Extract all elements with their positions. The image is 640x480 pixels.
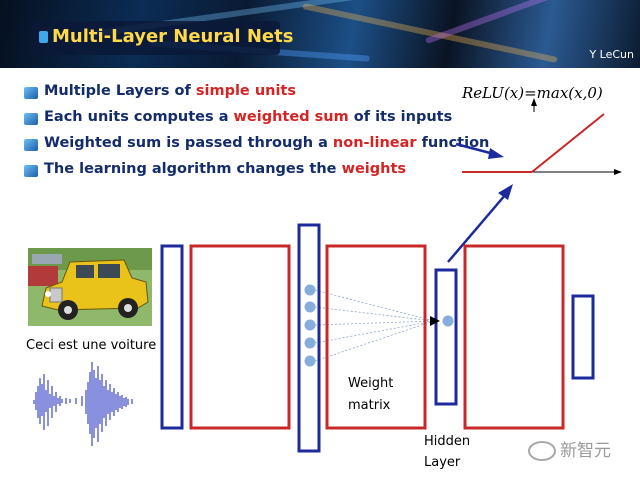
bullet-icon [24, 139, 38, 151]
audio-waveform [33, 362, 133, 446]
layer-output-blue [571, 294, 595, 380]
bullet-text-4: The learning algorithm changes the weigh… [44, 161, 406, 177]
input-arrowhead [430, 316, 440, 326]
layer-red-1 [189, 244, 291, 430]
bullet-4-highlight: weights [341, 161, 407, 177]
bullet-icon [24, 113, 38, 125]
bullet-3-part-1: Weighted sum is passed through a [44, 135, 333, 151]
bullet-4-part-1: The learning algorithm changes the [44, 161, 342, 177]
bullet-2-highlight: weighted sum [233, 109, 349, 125]
layer-input-blue [160, 244, 184, 430]
bullet-text-1: Multiple Layers of simple units [44, 83, 296, 99]
arrow-to-relu [455, 142, 504, 159]
watermark: 新智元 [528, 436, 611, 461]
layer-red-2 [325, 244, 427, 430]
title-box [32, 21, 280, 55]
hidden-layer-label-2: Layer [424, 455, 461, 470]
watermark-text: 新智元 [560, 441, 611, 461]
hidden-layer-box [434, 268, 458, 406]
unit-dot [304, 319, 316, 331]
relu-formula: ReLU(x)=max(x,0) [462, 84, 603, 102]
weight-matrix-label-1: Weight [348, 376, 394, 391]
weight-matrix-label-2: matrix [348, 398, 391, 413]
wechat-icon [528, 441, 556, 461]
bullet-text-3: Weighted sum is passed through a non-lin… [44, 135, 489, 151]
weight-connections [314, 289, 435, 362]
bullet-1-part-1: Multiple Layers of [44, 83, 196, 99]
bullet-1-highlight: simple units [195, 83, 296, 99]
bullet-icon [24, 165, 38, 177]
title-bullet-icon [39, 31, 48, 43]
arrow-hidden-to-relu [447, 184, 513, 263]
bullet-3-highlight: non-linear [332, 135, 417, 151]
author-label: Y LeCun [589, 48, 634, 61]
hidden-layer-label-1: Hidden [424, 434, 471, 449]
bullet-2-part-1: Each units computes a [44, 109, 234, 125]
unit-dot [304, 284, 316, 296]
relu-plot [462, 98, 622, 175]
layer-blue-2 [297, 223, 321, 453]
bullet-icon [24, 87, 38, 99]
slide-title: Multi-Layer Neural Nets [52, 26, 294, 47]
unit-dot [304, 301, 316, 313]
unit-dot [304, 337, 316, 349]
car-caption: Ceci est une voiture [26, 338, 157, 353]
layer-red-3 [463, 244, 565, 430]
unit-dot [304, 355, 316, 367]
car-photo [28, 248, 152, 326]
bullet-2-part-3: of its inputs [348, 109, 453, 125]
hidden-unit-dot [442, 315, 454, 327]
bullet-text-2: Each units computes a weighted sum of it… [44, 109, 452, 125]
bullet-3-part-3: function [416, 135, 490, 151]
